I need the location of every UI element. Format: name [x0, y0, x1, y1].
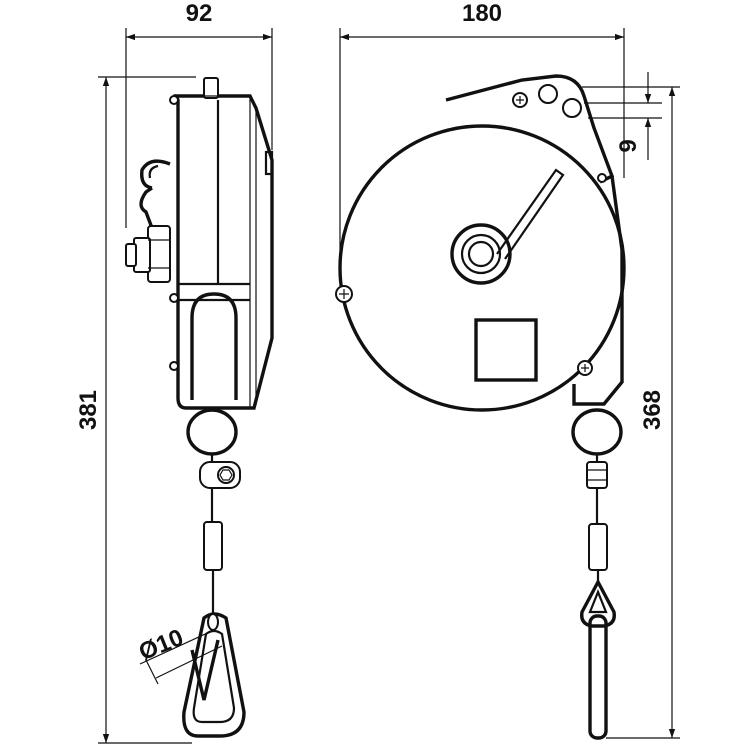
side-view — [125, 77, 274, 738]
front-ball-stop — [571, 408, 623, 456]
dim-side-height: 381 — [75, 76, 196, 744]
front-label-plate — [474, 318, 538, 382]
dim-offset: 9 — [584, 72, 662, 160]
front-mount-bracket — [445, 74, 615, 184]
side-housing — [125, 77, 274, 410]
dim-label-d10: Ø10 — [135, 624, 187, 666]
front-drum-housing — [338, 124, 626, 412]
dim-label-180: 180 — [462, 0, 502, 27]
side-ferrule — [203, 521, 223, 571]
dim-side-width: 92 — [125, 0, 273, 228]
front-hub — [450, 223, 512, 285]
front-cable-clamp — [586, 461, 608, 489]
dim-front-height: 368 — [582, 86, 680, 739]
dim-label-368: 368 — [639, 390, 666, 430]
front-hook — [580, 578, 616, 740]
front-ferrule — [588, 523, 608, 571]
side-ball-stop — [186, 408, 238, 456]
dim-label-92: 92 — [186, 0, 213, 27]
dim-front-width: 180 — [339, 0, 625, 262]
side-cable-clamp — [199, 461, 241, 489]
side-carabiner — [182, 612, 246, 738]
front-view — [335, 74, 626, 740]
front-outlet-arm — [572, 175, 624, 406]
front-spring-arm — [496, 168, 565, 260]
dim-label-9: 9 — [615, 139, 642, 152]
dim-label-381: 381 — [75, 390, 102, 430]
